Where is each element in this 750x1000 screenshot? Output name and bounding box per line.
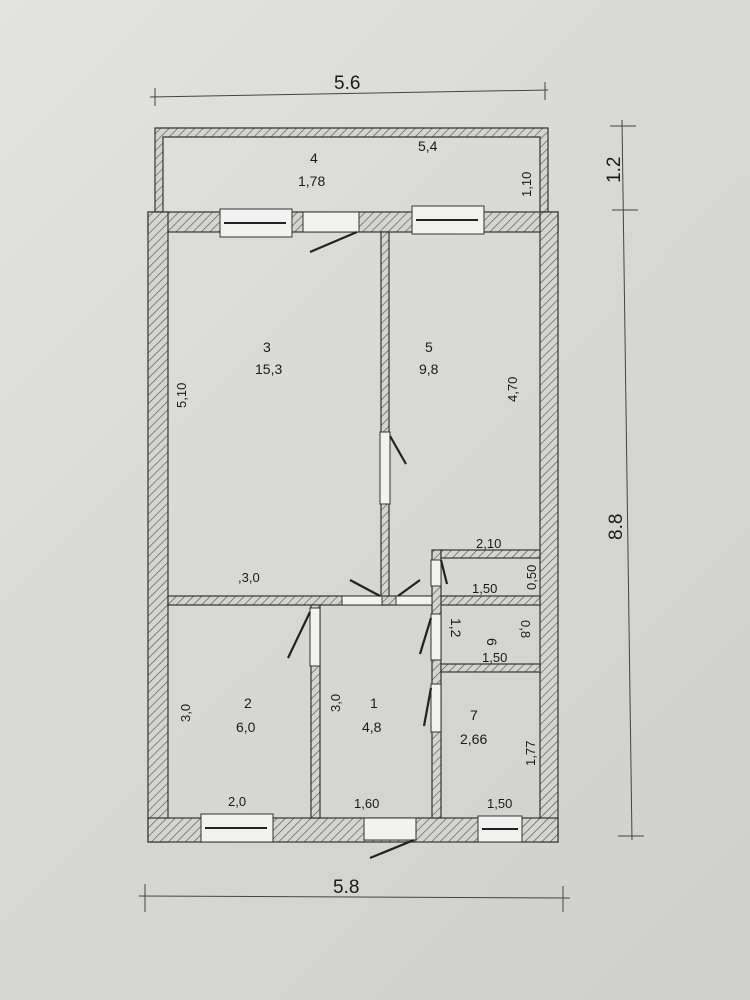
room1-bottom: 1,60 — [354, 796, 379, 811]
door-room-upper-small — [430, 559, 442, 587]
room5-side: 4,70 — [505, 377, 520, 402]
room6-bottom: 1,50 — [482, 650, 507, 665]
room1-number: 1 — [370, 695, 378, 711]
balcony-walls — [154, 127, 549, 213]
top-width-label: 5.6 — [334, 73, 360, 94]
room4-area: 1,78 — [298, 173, 325, 189]
total-height-label: 8.8 — [606, 514, 627, 540]
room2-number: 2 — [244, 695, 252, 711]
room7-bottom: 1,50 — [487, 796, 512, 811]
room2-side: 3,0 — [178, 704, 193, 722]
doors — [287, 211, 449, 860]
door-room6 — [430, 613, 442, 661]
room7-area: 2,66 — [460, 731, 487, 747]
room3-side: 5,10 — [174, 383, 189, 408]
room4-depth: 1,10 — [519, 172, 534, 197]
room6-top: 1,50 — [472, 581, 497, 596]
room6-number: 6 — [484, 638, 500, 646]
room7-side: 1,77 — [523, 741, 538, 766]
room5-bottom: 2,10 — [476, 536, 501, 551]
windows — [200, 205, 523, 843]
door-balcony — [302, 211, 360, 233]
room2-area: 6,0 — [236, 719, 256, 735]
room6-area: 1,2 — [448, 618, 464, 638]
door-room2 — [309, 607, 321, 667]
door-room7 — [430, 683, 442, 733]
door-room5 — [379, 431, 391, 505]
room1-area: 4,8 — [362, 719, 382, 735]
room6-side: 0,8 — [518, 620, 533, 638]
room3-number: 3 — [263, 339, 271, 355]
room4-number: 4 — [310, 150, 318, 166]
room6-top-right: 0,50 — [524, 565, 539, 590]
room3-area: 15,3 — [255, 361, 282, 377]
room4-length: 5,4 — [418, 138, 438, 154]
room7-number: 7 — [470, 707, 478, 723]
door-room3 — [341, 595, 383, 606]
bottom-width-label: 5.8 — [333, 877, 359, 898]
room1-side: 3,0 — [328, 694, 343, 712]
room2-bottom: 2,0 — [228, 794, 246, 809]
outer-walls — [147, 211, 559, 843]
room5-area: 9,8 — [419, 361, 439, 377]
room3-bottom: ,3,0 — [238, 570, 260, 585]
room5-number: 5 — [425, 339, 433, 355]
balcony-depth-label: 1.2 — [604, 157, 625, 183]
dimension-lines — [138, 82, 644, 912]
door-entrance — [363, 817, 417, 841]
door-room5-hall — [395, 595, 433, 606]
